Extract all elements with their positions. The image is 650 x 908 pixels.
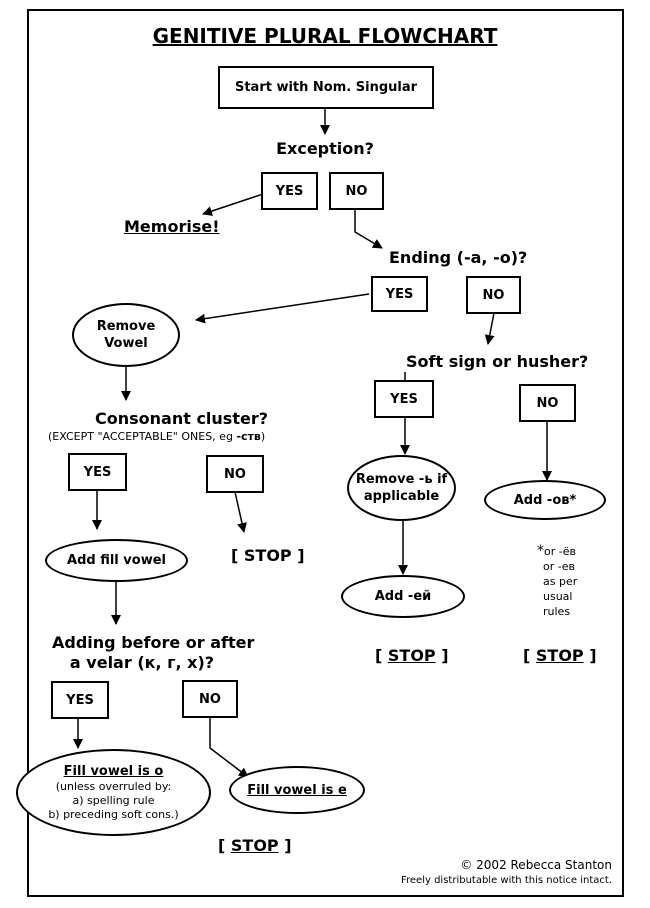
- add-ov-oval: Add -ов*: [484, 480, 606, 520]
- ending-no-box: NO: [466, 276, 521, 314]
- arrow-yes-to-remove-vowel: [195, 293, 370, 324]
- cluster-note-prefix: (EXCEPT "ACCEPTABLE" ONES, eg: [48, 430, 237, 443]
- stop-label-velar: [ STOP ]: [218, 836, 292, 855]
- cluster-no-box: NO: [206, 455, 264, 493]
- remove-soft-sign-oval: Remove -ь if applicable: [347, 455, 456, 521]
- fill-o-note-line-2: a) spelling rule: [72, 794, 155, 807]
- arrow-velar-no-to-fill-e: [209, 718, 249, 778]
- stop-word: STOP: [243, 546, 292, 565]
- diagram-frame: [27, 9, 624, 897]
- fill-vowel-e-oval: Fill vowel is e: [229, 766, 365, 814]
- fill-vowel-o-oval: Fill vowel is o (unless overruled by: a)…: [16, 749, 211, 836]
- arrow-yes-to-memorise: [202, 193, 264, 216]
- remove-vowel-line-2: Vowel: [104, 336, 148, 351]
- cluster-note-example: -ств: [236, 430, 261, 443]
- fill-vowel-e-label: Fill vowel is e: [247, 782, 347, 798]
- stop-word: STOP: [535, 646, 584, 665]
- exception-no-box: NO: [329, 172, 384, 210]
- stop-label-cluster: [ STOP ]: [231, 546, 305, 565]
- add-ei-oval: Add -ей: [341, 575, 465, 618]
- question-velar: Adding before or after a velar (к, г, х)…: [52, 633, 254, 673]
- start-box: Start with Nom. Singular: [218, 66, 434, 109]
- soft-yes-box: YES: [374, 380, 434, 418]
- arrow-cluster-no-to-stop: [234, 491, 247, 533]
- memorise-label: Memorise!: [124, 217, 220, 236]
- fill-o-note-line-3: b) preceding soft cons.): [48, 808, 179, 821]
- footnote-line-2: or -ев: [543, 560, 575, 573]
- cluster-yes-box: YES: [68, 453, 127, 491]
- remove-vowel-line-1: Remove: [96, 319, 156, 334]
- question-consonant-cluster: Consonant cluster?: [95, 409, 268, 428]
- add-ei-label: Add -ей: [374, 589, 432, 604]
- question-soft-sign: Soft sign or husher?: [406, 352, 589, 371]
- diagram-title: GENITIVE PLURAL FLOWCHART: [152, 24, 498, 48]
- add-fill-vowel-label: Add fill vowel: [67, 553, 166, 568]
- question-exception: Exception?: [276, 139, 374, 158]
- footnote-line-4: usual: [543, 590, 573, 603]
- footnote-alternatives: *or -ёв or -ев as per usual rules: [537, 544, 577, 619]
- velar-no-box: NO: [182, 680, 238, 718]
- question-velar-line-2: a velar (к, г, х)?: [69, 653, 215, 672]
- copyright-line: © 2002 Rebecca Stanton: [460, 858, 612, 872]
- footnote-line-5: rules: [543, 605, 571, 618]
- fill-vowel-o-label: Fill vowel is o: [63, 764, 164, 779]
- footnote-star: *: [537, 543, 544, 559]
- question-velar-line-1: Adding before or after: [52, 633, 255, 652]
- remove-soft-line-2: applicable: [363, 489, 440, 504]
- arrow-no-to-soft: [484, 312, 495, 345]
- ending-yes-box: YES: [371, 276, 428, 312]
- footnote-line-3: as per: [543, 575, 578, 588]
- exception-yes-box: YES: [261, 172, 318, 210]
- license-line: Freely distributable with this notice in…: [400, 875, 612, 886]
- footnote-line-1: or -ёв: [544, 545, 576, 558]
- question-ending: Ending (-а, -о)?: [389, 248, 528, 267]
- velar-yes-box: YES: [51, 681, 109, 719]
- add-ov-label: Add -ов*: [513, 492, 577, 508]
- remove-soft-line-1: Remove -ь if: [355, 472, 448, 487]
- cluster-exception-note: (EXCEPT "ACCEPTABLE" ONES, eg -ств): [48, 430, 265, 443]
- stop-word: STOP: [230, 836, 279, 855]
- remove-vowel-oval: Remove Vowel: [72, 303, 180, 367]
- stop-label-soft-yes: [ STOP ]: [375, 646, 449, 665]
- cluster-note-suffix: ): [260, 430, 266, 443]
- arrow-no-to-ending: [354, 209, 383, 249]
- stop-label-soft-no: [ STOP ]: [523, 646, 597, 665]
- stop-word: STOP: [387, 646, 436, 665]
- add-fill-vowel-oval: Add fill vowel: [45, 539, 188, 582]
- fill-o-note-line-1: (unless overruled by:: [55, 780, 172, 793]
- soft-no-box: NO: [519, 384, 576, 422]
